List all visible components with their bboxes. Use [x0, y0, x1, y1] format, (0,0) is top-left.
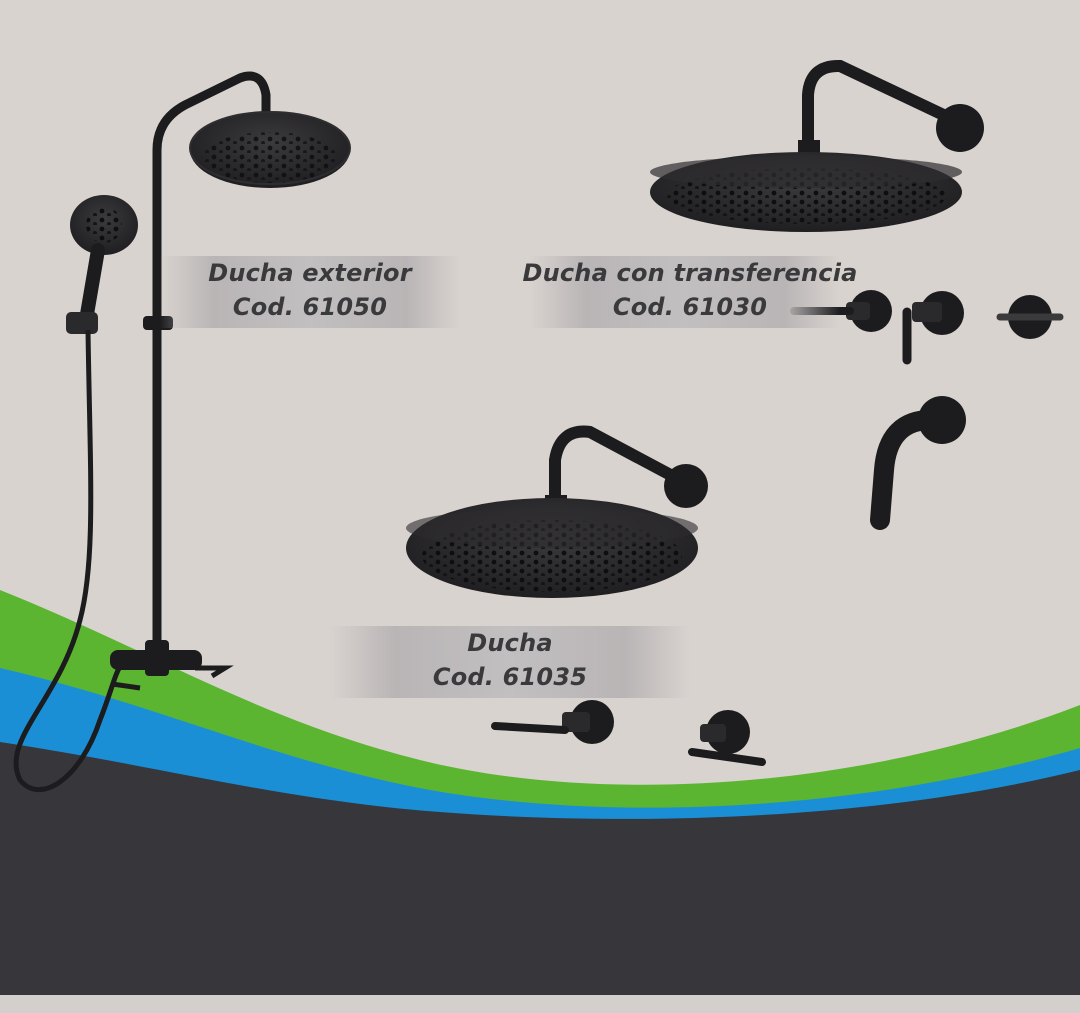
label-band	[530, 256, 840, 328]
product-name: Ducha exterior	[208, 259, 412, 287]
bottom-strip	[0, 995, 1080, 1013]
product-label-ducha-transferencia: Ducha con transferencia Cod. 61030	[500, 256, 880, 328]
product-label-ducha: Ducha Cod. 61035	[330, 626, 690, 698]
wave-decoration	[0, 590, 1080, 1013]
dark-band	[0, 742, 1080, 1013]
lever-handle-icon	[491, 700, 614, 744]
label-band	[330, 626, 690, 698]
label-band	[160, 256, 460, 328]
tub-spout-icon	[870, 396, 966, 530]
product-label-ducha-exterior: Ducha exterior Cod. 61050	[160, 256, 460, 328]
rain-shower-head-icon	[406, 425, 766, 766]
product-code: Cod. 61035	[432, 663, 588, 691]
product-name: Ducha con transferencia	[522, 259, 858, 287]
diverter-handle-icon	[688, 710, 766, 766]
lever-handle-front-icon	[996, 295, 1064, 339]
product-code: Cod. 61050	[232, 293, 388, 321]
diverter-handle-icon	[902, 291, 964, 365]
product-name: Ducha	[467, 629, 553, 657]
product-code: Cod. 61030	[612, 293, 768, 321]
